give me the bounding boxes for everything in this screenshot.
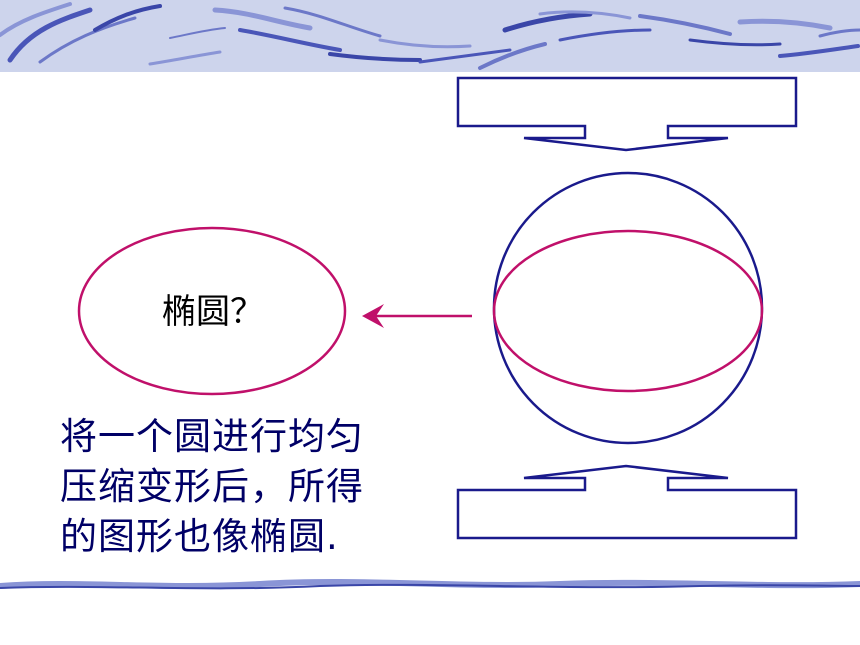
ellipse-question-label: 椭圆？ bbox=[162, 292, 264, 332]
caption-text: 将一个圆进行均匀 压缩变形后，所得 的图形也像椭圆. bbox=[60, 412, 430, 562]
top-press-block bbox=[456, 76, 798, 152]
original-circle bbox=[492, 171, 764, 445]
caption-line-2: 压缩变形后，所得 bbox=[60, 465, 364, 508]
result-ellipse bbox=[77, 226, 347, 396]
wavy-pattern-icon bbox=[0, 2, 860, 70]
caption-line-1: 将一个圆进行均匀 bbox=[60, 415, 364, 458]
top-decorative-banner bbox=[0, 0, 860, 72]
bottom-press-block bbox=[456, 464, 798, 540]
bottom-decorative-line bbox=[0, 579, 860, 590]
left-arrow-icon bbox=[362, 304, 472, 328]
compressed-ellipse bbox=[492, 229, 764, 393]
caption-line-3: 的图形也像椭圆. bbox=[60, 515, 339, 558]
